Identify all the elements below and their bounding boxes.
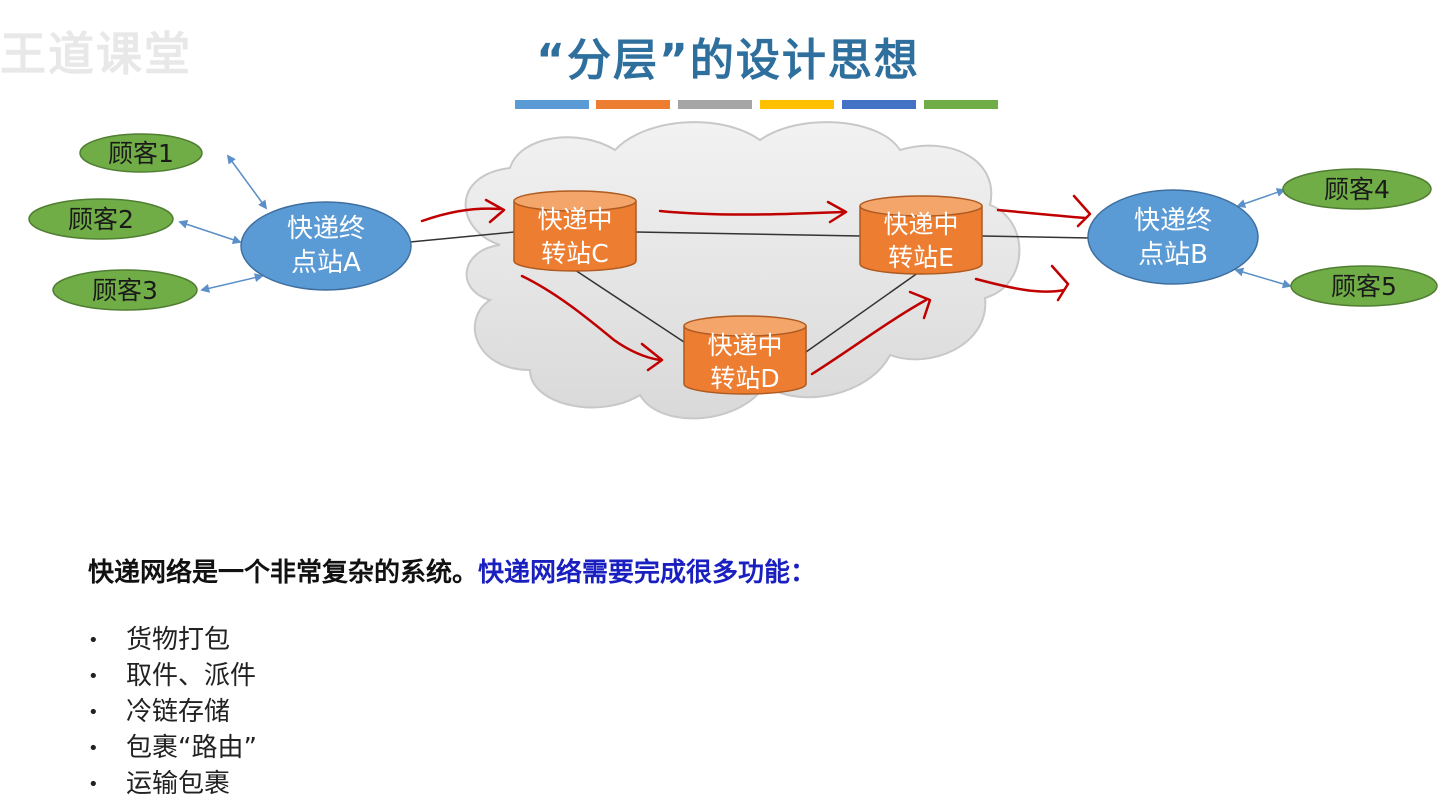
hub-c-body: [513, 201, 637, 272]
hub-d-label-line1: 快递中: [707, 331, 782, 360]
link-d-e: [805, 269, 923, 353]
list-item: • 包裹“路由”: [88, 730, 257, 766]
route-arrow-e-to-b-lower: [974, 264, 1070, 302]
color-bar-segment-1: [515, 100, 589, 109]
link-customer1-a: [226, 154, 268, 210]
function-label: 取件、派件: [126, 661, 257, 691]
link-a-c: [409, 231, 515, 243]
list-item: • 货物打包: [88, 622, 257, 658]
customer-2: 顾客2: [28, 198, 174, 240]
customer-5-shape: [1290, 265, 1438, 307]
statement-part-1: 快递网络是一个非常复杂的系统。: [88, 558, 479, 588]
hub-e-top: [859, 195, 983, 217]
color-bar: [515, 100, 998, 109]
hub-d-top: [683, 315, 807, 337]
hub-station-e: 快递中 转站E: [859, 195, 983, 275]
link-c-e: [635, 231, 861, 237]
color-bar-segment-5: [842, 100, 916, 109]
function-list: • 货物打包 • 取件、派件 • 冷链存储 • 包裹“路由” • 运输包裹: [88, 622, 257, 802]
terminal-a-label-line1: 快递终: [287, 214, 365, 244]
hub-station-d: 快递中 转站D: [683, 315, 807, 395]
hub-station-c: 快递中 转站C: [513, 190, 637, 272]
color-bar-segment-6: [924, 100, 998, 109]
terminal-b-label-line2: 点站B: [1138, 240, 1208, 270]
terminal-b-label-line1: 快递终: [1134, 206, 1212, 236]
hub-c-label-line2: 转站C: [541, 239, 608, 268]
terminal-a-label-line2: 点站A: [291, 248, 361, 278]
customer-4-label: 顾客4: [1324, 175, 1390, 204]
statement-part-2: 快递网络需要完成很多功能：: [478, 558, 817, 588]
customer-4: 顾客4: [1282, 168, 1432, 210]
customer-1-label: 顾客1: [108, 139, 174, 168]
customer-1: 顾客1: [79, 133, 203, 173]
link-e-b: [981, 235, 1091, 239]
route-arrow-c-to-e: [658, 200, 848, 224]
function-label: 包裹“路由”: [126, 733, 257, 763]
hub-d-body: [683, 326, 807, 395]
hub-e-label-line1: 快递中: [883, 210, 958, 239]
customer-3-label: 顾客3: [92, 276, 158, 305]
hub-e-label-line2: 转站E: [888, 243, 954, 272]
link-c-d: [574, 269, 685, 343]
bullet-icon: •: [88, 773, 99, 795]
link-customer2-a: [178, 220, 242, 244]
color-bar-segment-2: [596, 100, 670, 109]
network-links: [409, 231, 1091, 353]
bullet-icon: •: [88, 629, 99, 651]
hub-c-top: [513, 190, 637, 212]
terminal-station-a: 快递终 点站A: [240, 201, 412, 291]
bullet-icon: •: [88, 737, 99, 759]
network-statement: 快递网络是一个非常复杂的系统。快递网络需要完成很多功能：: [88, 552, 816, 589]
link-customer4-b: [1236, 188, 1286, 208]
customer-links: [178, 154, 1292, 293]
customer-2-label: 顾客2: [68, 205, 134, 234]
route-arrow-e-to-b-upper: [996, 194, 1092, 228]
color-bar-segment-4: [760, 100, 834, 109]
customer-5: 顾客5: [1290, 265, 1438, 307]
color-bar-segment-3: [678, 100, 752, 109]
customer-3: 顾客3: [52, 269, 198, 311]
list-item: • 取件、派件: [88, 658, 257, 694]
terminal-station-b: 快递终 点站B: [1087, 189, 1259, 285]
watermark-logo: 王道课堂: [0, 27, 192, 81]
function-label: 冷链存储: [126, 697, 231, 727]
link-customer3-a: [200, 273, 264, 293]
route-arrow-d-to-e: [810, 290, 932, 376]
customer-3-shape: [52, 269, 198, 311]
customer-2-shape: [28, 198, 174, 240]
bullet-icon: •: [88, 701, 99, 723]
route-arrow-c-to-d: [520, 274, 664, 372]
hub-d-label-line2: 转站D: [710, 364, 779, 393]
route-annotation-arrows: [420, 194, 1092, 376]
route-arrow-a-to-c: [420, 198, 506, 224]
customer-5-label: 顾客5: [1331, 272, 1397, 301]
list-item: • 运输包裹: [88, 766, 257, 802]
terminal-a-shape: [240, 201, 412, 291]
function-label: 运输包裹: [126, 769, 231, 799]
customer-4-shape: [1282, 168, 1432, 210]
hub-c-label-line1: 快递中: [537, 205, 612, 234]
terminal-b-shape: [1087, 189, 1259, 285]
link-customer5-b: [1234, 267, 1292, 289]
list-item: • 冷链存储: [88, 694, 257, 730]
hub-e-body: [859, 206, 983, 275]
bullet-icon: •: [88, 665, 99, 687]
slide-title: “分层”的设计思想: [536, 35, 920, 86]
customer-1-shape: [79, 133, 203, 173]
function-label: 货物打包: [126, 625, 231, 655]
